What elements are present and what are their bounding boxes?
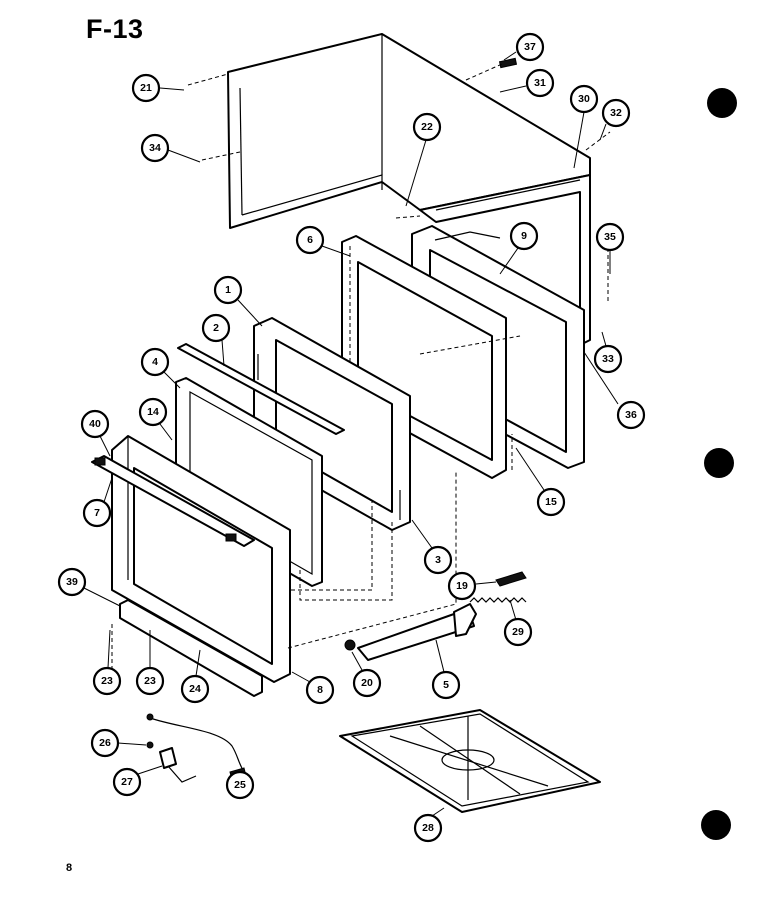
svg-text:19: 19 [456, 580, 468, 592]
rail-24 [119, 599, 263, 697]
svg-text:22: 22 [421, 121, 433, 133]
callout-40: 40 [80, 409, 111, 457]
spring-29 [469, 597, 527, 603]
callout-21: 21 [131, 73, 185, 103]
svg-text:14: 14 [147, 406, 159, 418]
svg-text:35: 35 [604, 231, 616, 243]
outer-cabinet [227, 33, 591, 346]
callout-29: 29 [503, 599, 533, 647]
svg-text:5: 5 [443, 679, 449, 691]
callout-26: 26 [90, 728, 147, 758]
callout-33: 33 [593, 331, 623, 374]
screw-19 [495, 571, 527, 587]
callout-14: 14 [138, 397, 173, 441]
callout-27: 27 [112, 765, 163, 797]
callout-23b: 23 [135, 630, 165, 696]
callout-30: 30 [569, 84, 599, 169]
binder-hole [704, 448, 734, 478]
bushing-20 [344, 639, 356, 651]
svg-text:25: 25 [234, 779, 246, 791]
callout-28: 28 [413, 807, 445, 843]
svg-text:1: 1 [225, 284, 231, 296]
svg-text:23: 23 [144, 675, 156, 687]
binder-hole [701, 810, 731, 840]
figure-title: F-13 [86, 14, 144, 44]
callout-32: 32 [599, 98, 631, 141]
svg-text:33: 33 [602, 353, 614, 365]
callout-35: 35 [595, 222, 625, 274]
strip-2 [177, 343, 345, 435]
svg-text:15: 15 [545, 496, 557, 508]
svg-text:39: 39 [66, 576, 78, 588]
tray-28 [339, 709, 601, 813]
callout-20: 20 [351, 651, 382, 698]
callout-37: 37 [503, 32, 545, 62]
svg-text:6: 6 [307, 234, 313, 246]
callout-36: 36 [583, 351, 646, 430]
callout-4: 4 [140, 347, 181, 389]
svg-text:2: 2 [213, 322, 219, 334]
callouts: 37 31 21 30 32 22 34 9 35 6 1 2 33 4 36 … [57, 32, 646, 843]
callout-22: 22 [405, 112, 442, 207]
handle-7 [91, 455, 255, 547]
svg-text:29: 29 [512, 626, 524, 638]
callout-39: 39 [57, 567, 121, 607]
svg-text:7: 7 [94, 507, 100, 519]
callout-2: 2 [201, 313, 231, 367]
svg-text:23: 23 [101, 675, 113, 687]
callout-8: 8 [291, 671, 335, 705]
svg-text:24: 24 [189, 683, 201, 695]
callout-25: 25 [225, 770, 255, 800]
svg-text:40: 40 [89, 418, 101, 430]
svg-text:27: 27 [121, 776, 133, 788]
arm-5 [357, 603, 477, 661]
callout-9: 9 [499, 221, 539, 275]
callout-24: 24 [180, 649, 210, 704]
callout-6: 6 [295, 225, 351, 257]
assembly-guides [111, 63, 611, 676]
svg-text:3: 3 [435, 554, 441, 566]
callout-3: 3 [411, 519, 453, 575]
svg-text:30: 30 [578, 93, 590, 105]
callout-7: 7 [82, 477, 113, 528]
callout-5: 5 [431, 639, 461, 700]
svg-text:34: 34 [149, 142, 161, 154]
svg-text:37: 37 [524, 41, 536, 53]
binder-hole [707, 88, 737, 118]
callout-1: 1 [213, 275, 263, 327]
callout-19: 19 [447, 571, 497, 601]
callout-15: 15 [515, 447, 566, 517]
svg-text:20: 20 [361, 677, 373, 689]
wire-harness [146, 713, 247, 783]
svg-text:4: 4 [152, 356, 158, 368]
callout-23: 23 [92, 629, 122, 696]
svg-text:31: 31 [534, 77, 546, 89]
page-number: 8 [66, 862, 73, 874]
svg-text:8: 8 [317, 684, 323, 696]
callout-34: 34 [140, 133, 201, 163]
svg-text:32: 32 [610, 107, 622, 119]
svg-text:9: 9 [521, 230, 527, 242]
svg-text:28: 28 [422, 822, 434, 834]
callout-31: 31 [499, 68, 555, 98]
svg-text:36: 36 [625, 409, 637, 421]
svg-text:21: 21 [140, 82, 152, 94]
svg-text:26: 26 [99, 737, 111, 749]
